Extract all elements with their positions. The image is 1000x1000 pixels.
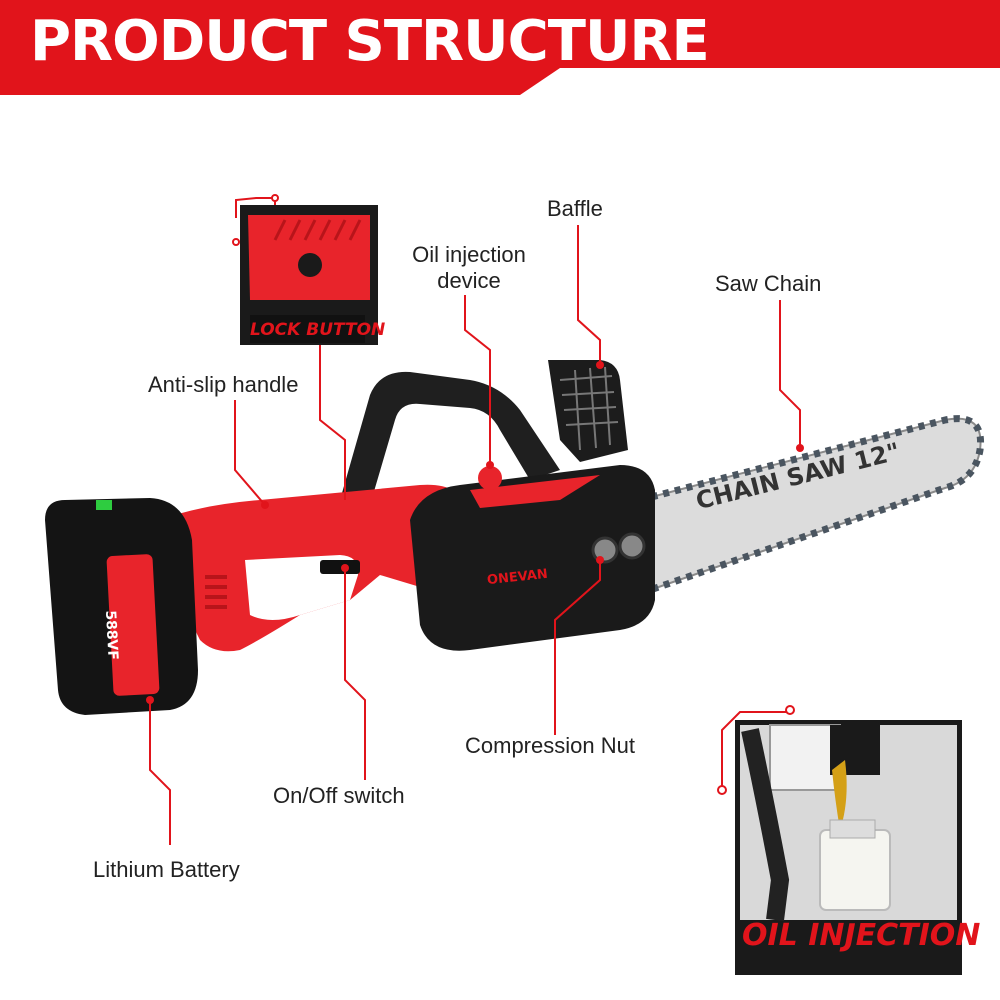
label-baffle: Baffle (547, 196, 603, 221)
compression-nut (591, 536, 619, 564)
lock-button-inset (232, 194, 378, 345)
label-on-off-switch: On/Off switch (273, 783, 405, 808)
baffle (548, 360, 628, 462)
oil-injection-inset (717, 705, 962, 975)
on-off-switch (320, 560, 360, 574)
battery-voltage: 588VF (102, 610, 121, 661)
label-compression-nut: Compression Nut (465, 733, 635, 758)
top-handle (340, 371, 560, 505)
oil-injection-caption: OIL INJECTION (742, 918, 981, 953)
guide-bar (638, 415, 985, 594)
header-banner (0, 0, 1000, 95)
battery (45, 498, 198, 715)
label-saw-chain: Saw Chain (715, 271, 822, 296)
motor-housing (410, 465, 655, 651)
lock-button-caption: LOCK BUTTON (250, 320, 386, 340)
oil-cap (478, 466, 502, 490)
label-lithium-battery: Lithium Battery (93, 857, 240, 882)
label-oil-injection-device: Oil injection device (412, 242, 526, 293)
label-anti-slip-handle: Anti-slip handle (148, 372, 299, 397)
page-title: PRODUCT STRUCTURE (30, 9, 710, 74)
